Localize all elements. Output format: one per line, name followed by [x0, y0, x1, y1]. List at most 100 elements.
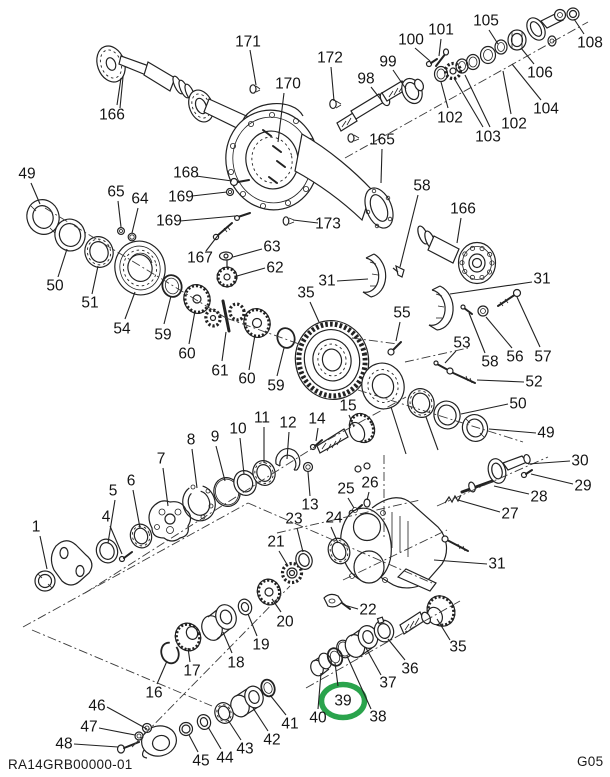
leader-line: [195, 175, 233, 182]
callout-61: 61: [211, 363, 228, 380]
callout-35: 35: [449, 639, 466, 656]
callout-63: 63: [263, 239, 280, 256]
callout-168: 168: [173, 165, 199, 182]
part-axle-housing: [225, 103, 497, 285]
leader-line: [191, 191, 228, 197]
leader-line: [132, 489, 141, 529]
leader-line: [460, 403, 509, 415]
part-ring-gear: [294, 320, 370, 400]
part-diff-right-stack: [361, 362, 489, 443]
leader-line: [436, 618, 451, 641]
callout-37: 37: [379, 675, 396, 692]
leader-line: [91, 265, 99, 295]
callout-15: 15: [339, 398, 356, 415]
callout-30: 30: [571, 453, 589, 470]
leader-line: [191, 448, 198, 489]
leader-line: [239, 437, 245, 475]
leader-line: [392, 69, 407, 90]
leader-line: [131, 207, 139, 234]
leader-line: [247, 613, 258, 637]
callout-103: 103: [475, 129, 501, 146]
leader-line: [163, 295, 172, 325]
callout-62: 62: [266, 260, 283, 277]
callout-51: 51: [81, 295, 98, 312]
leader-line: [370, 86, 383, 102]
callout-102: 102: [437, 110, 463, 127]
axis-line: [276, 499, 421, 534]
axis-line: [404, 347, 469, 363]
leader-line: [511, 63, 542, 101]
leader-line: [414, 47, 431, 62]
leader-line: [433, 559, 488, 565]
callout-49: 49: [18, 166, 35, 183]
callout-54: 54: [113, 321, 131, 338]
callout-60: 60: [178, 346, 196, 363]
leader-line: [387, 638, 406, 661]
leader-line: [468, 312, 486, 354]
leader-line: [346, 655, 372, 710]
callout-52: 52: [525, 374, 542, 391]
callout-22: 22: [359, 602, 376, 619]
leader-line: [380, 148, 383, 184]
leader-line: [249, 49, 257, 86]
leader-line: [444, 350, 457, 364]
leader-line: [227, 719, 242, 741]
callout-108: 108: [577, 35, 603, 52]
leader-line: [106, 706, 148, 730]
leader-line: [307, 471, 311, 497]
leader-line: [488, 29, 499, 45]
leader-line: [317, 672, 322, 710]
callout-31: 31: [488, 556, 505, 573]
callout-17: 17: [183, 663, 200, 680]
axis-line: [357, 389, 524, 443]
leader-line: [440, 81, 449, 109]
leader-line: [464, 74, 491, 128]
axis-line: [344, 21, 589, 159]
callout-8: 8: [187, 432, 196, 449]
callout-1: 1: [32, 519, 41, 536]
leader-line: [485, 316, 513, 349]
highlight-ring-item-39: [318, 681, 368, 721]
leader-line: [309, 301, 320, 323]
leader-line: [520, 47, 535, 65]
callout-40: 40: [309, 710, 327, 727]
part-diff-left-stack: [26, 199, 296, 349]
artwork: [26, 7, 580, 759]
leader-line: [488, 428, 537, 434]
callout-41: 41: [281, 716, 298, 733]
leader-line: [215, 445, 226, 482]
callout-57: 57: [534, 349, 551, 366]
callout-53: 53: [453, 335, 470, 352]
callout-26: 26: [361, 475, 378, 492]
axis-line: [312, 396, 407, 449]
callout-171: 171: [235, 34, 261, 51]
callout-25: 25: [337, 481, 354, 498]
axis-line: [22, 502, 249, 628]
callout-65: 65: [107, 184, 124, 201]
leader-line: [269, 694, 287, 716]
leader-line: [399, 194, 419, 268]
callout-21: 21: [267, 534, 284, 551]
part-housing-fasteners: [116, 84, 360, 242]
part-callouts: 1661711701729899100101105106108102103102…: [18, 13, 603, 770]
leader-line: [188, 734, 199, 753]
callout-42: 42: [263, 732, 280, 749]
leader-line: [453, 77, 484, 128]
leader-line: [117, 200, 122, 228]
callout-45: 45: [192, 753, 209, 770]
part-pinion-cage-group: [336, 7, 580, 132]
callout-105: 105: [473, 13, 499, 30]
leader-line: [456, 217, 462, 244]
leader-line: [124, 291, 136, 320]
callout-172: 172: [317, 50, 343, 67]
leader-line: [207, 726, 222, 750]
leader-line: [109, 525, 123, 555]
callout-56: 56: [506, 349, 523, 366]
leader-line: [390, 406, 407, 455]
callout-47: 47: [80, 719, 97, 736]
leader-line: [425, 416, 439, 451]
leader-line: [493, 485, 530, 495]
axis-line: [84, 447, 314, 594]
callout-27: 27: [501, 506, 518, 523]
callout-166: 166: [99, 107, 125, 124]
